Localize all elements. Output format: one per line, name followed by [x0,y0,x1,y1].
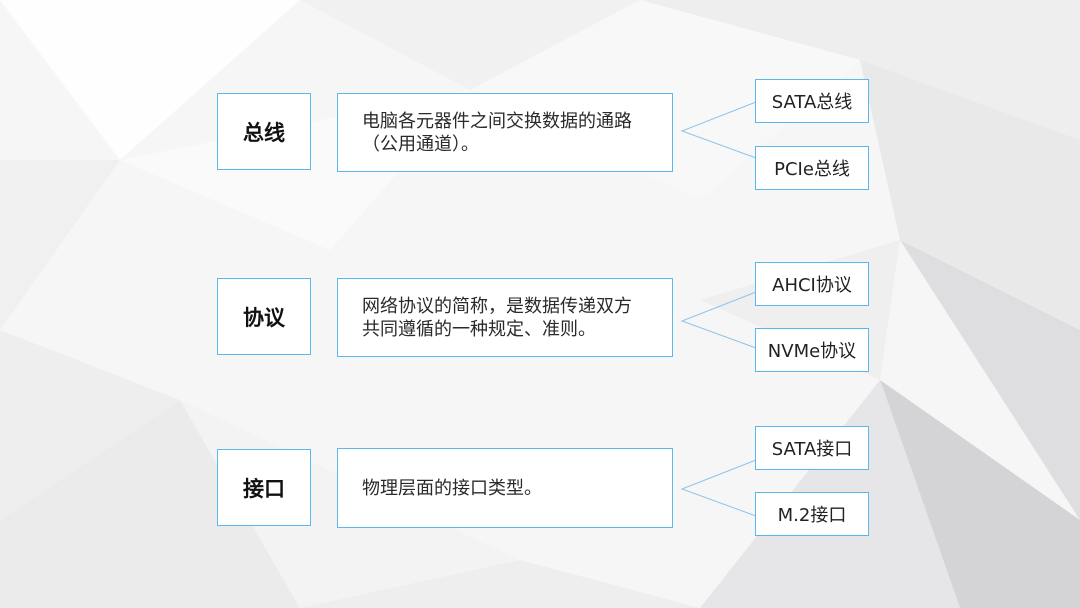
connector-lines [680,459,757,517]
description-box-bus: 电脑各元器件之间交换数据的通路（公用通道）。 [337,93,673,172]
description-text: 网络协议的简称，是数据传递双方共同遵循的一种规定、准则。 [362,295,632,340]
description-text: 电脑各元器件之间交换数据的通路（公用通道）。 [362,110,632,155]
sub-item-label: SATA接口 [771,439,853,460]
connector-lines [680,101,757,159]
term-label: 接口 [243,476,285,501]
sub-item-sata-interface: SATA接口 [755,426,869,470]
sub-item-sata-bus: SATA总线 [755,79,869,123]
sub-item-label: SATA总线 [771,92,853,113]
sub-item-label: PCIe总线 [774,159,850,180]
connector-lines [680,291,757,349]
term-label: 总线 [243,120,285,145]
sub-item-label: AHCI协议 [772,275,852,296]
sub-item-label: NVMe协议 [767,341,857,362]
term-box-interface: 接口 [217,449,311,526]
description-box-interface: 物理层面的接口类型。 [337,448,673,528]
term-box-bus: 总线 [217,93,311,170]
description-text: 物理层面的接口类型。 [362,477,542,499]
term-box-protocol: 协议 [217,278,311,355]
sub-item-m2-interface: M.2接口 [755,492,869,536]
description-box-protocol: 网络协议的简称，是数据传递双方共同遵循的一种规定、准则。 [337,278,673,357]
sub-item-ahci-protocol: AHCI协议 [755,262,869,306]
sub-item-pcie-bus: PCIe总线 [755,146,869,190]
sub-item-label: M.2接口 [777,505,847,526]
term-label: 协议 [243,305,285,330]
sub-item-nvme-protocol: NVMe协议 [755,328,869,372]
